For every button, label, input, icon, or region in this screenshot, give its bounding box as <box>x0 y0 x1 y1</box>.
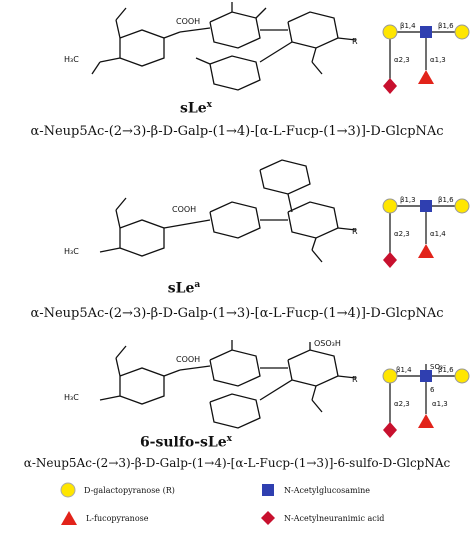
fuc-triangle <box>418 70 434 84</box>
legend-label: N-Acetylglucosamine <box>284 485 371 495</box>
neu5ac-diamond <box>383 252 397 268</box>
link-bottom-right: α1,3 <box>430 56 446 64</box>
fuc-triangle <box>418 414 434 428</box>
r-label: R <box>352 227 358 236</box>
name-6-sulfo-slex-main: 6-sulfo-sLe <box>139 434 227 451</box>
structure-6-sulfo-slex: COOH OSO₃H H₃C R <box>60 338 390 436</box>
glcnac-square <box>420 26 432 38</box>
glycan-6-sulfo-slex: SO₃⁻ 6 β1,4 β1,6 α2,3 α1,3 <box>378 362 474 452</box>
glycan-6-sulfo-slex-drawing: SO₃⁻ 6 β1,4 β1,6 α2,3 α1,3 <box>382 363 470 438</box>
legend-label: L-fucopyranose <box>86 513 149 523</box>
link-top-left: β1,4 <box>396 366 412 374</box>
link-top-right: β1,6 <box>438 196 454 204</box>
formula-slex: α-Neup5Ac-(2→3)-β-D-Galp-(1→4)-[α-L-Fucp… <box>30 124 444 139</box>
name-slex-main: sLe <box>179 100 207 117</box>
h3c-label: H₃C <box>64 393 79 402</box>
legend-label: N-Acetylneuranimic acid <box>284 513 385 523</box>
glcnac-square <box>420 200 432 212</box>
red-diamond-icon <box>261 511 275 525</box>
name-slea-sup: a <box>194 280 201 290</box>
yellow-circle-icon <box>60 482 76 498</box>
gal-circle <box>382 198 398 214</box>
legend: D-galactopyranose (R) N-Acetylglucosamin… <box>50 476 470 534</box>
link-top-left: β1,4 <box>400 22 416 30</box>
formula-6-sulfo-slex: α-Neup5Ac-(2→3)-β-D-Galp-(1→4)-[α-L-Fucp… <box>23 456 451 470</box>
h3c-label: H₃C <box>64 247 79 256</box>
structure-slea: COOH H₃C R <box>60 150 390 270</box>
glycan-slex: β1,4 β1,6 α2,3 α1,3 <box>378 20 474 108</box>
link-bottom-right: α1,4 <box>430 230 446 238</box>
glcnac-square <box>420 370 432 382</box>
red-triangle-icon <box>61 511 77 525</box>
gal-circle <box>454 24 470 40</box>
r-label: R <box>352 375 358 384</box>
structure-slex-drawing: COOH H₃C R <box>64 2 358 91</box>
link-top-right: β1,6 <box>438 22 454 30</box>
gal-circle <box>382 368 398 384</box>
cooh-label: COOH <box>176 17 200 26</box>
oso3h-label: OSO₃H <box>314 339 341 348</box>
name-6-sulfo-slex: 6-sulfo-sLex <box>126 434 246 451</box>
glycan-slea-drawing: β1,3 β1,6 α2,3 α1,4 <box>382 196 470 268</box>
h3c-label: H₃C <box>64 55 79 64</box>
structure-slex: COOH H₃C R <box>60 0 390 100</box>
legend-item-galactopyranose: D-galactopyranose (R) <box>60 482 175 498</box>
name-slex-sup: x <box>206 100 212 110</box>
link-bottom-right: α1,3 <box>432 400 448 408</box>
structure-slea-drawing: COOH H₃C R <box>64 159 358 263</box>
legend-label: D-galactopyranose (R) <box>84 485 175 495</box>
glycan-slex-drawing: β1,4 β1,6 α2,3 α1,3 <box>382 22 470 94</box>
cooh-label: COOH <box>172 205 196 214</box>
link-bottom-left: α2,3 <box>394 400 410 408</box>
neu5ac-diamond <box>383 422 397 438</box>
sulfo-position: 6 <box>430 386 435 394</box>
gal-circle <box>454 368 470 384</box>
gal-circle <box>454 198 470 214</box>
sulfo-label: SO₃⁻ <box>430 363 447 371</box>
glycan-slea: β1,3 β1,6 α2,3 α1,4 <box>378 194 474 282</box>
formula-slea: α-Neup5Ac-(2→3)-β-D-Galp-(1→3)-[α-L-Fucp… <box>30 306 444 321</box>
link-top-right: β1,6 <box>438 366 454 374</box>
fuc-triangle <box>418 244 434 258</box>
link-bottom-left: α2,3 <box>394 230 410 238</box>
gal-circle <box>382 24 398 40</box>
structure-6-sulfo-slex-drawing: COOH OSO₃H H₃C R <box>64 339 358 429</box>
name-slea: sLea <box>154 280 214 297</box>
legend-item-neu5ac: N-Acetylneuranimic acid <box>260 510 384 526</box>
neu5ac-diamond <box>383 78 397 94</box>
name-slea-main: sLe <box>167 280 195 297</box>
cooh-label: COOH <box>176 355 200 364</box>
link-bottom-left: α2,3 <box>394 56 410 64</box>
legend-item-fucopyranose: L-fucopyranose <box>60 510 148 526</box>
link-top-left: β1,3 <box>400 196 416 204</box>
r-label: R <box>352 37 358 46</box>
name-slex: sLex <box>166 100 226 117</box>
legend-item-glcnac: N-Acetylglucosamine <box>260 482 370 498</box>
name-6-sulfo-slex-sup: x <box>226 434 233 444</box>
blue-square-icon <box>262 484 274 496</box>
